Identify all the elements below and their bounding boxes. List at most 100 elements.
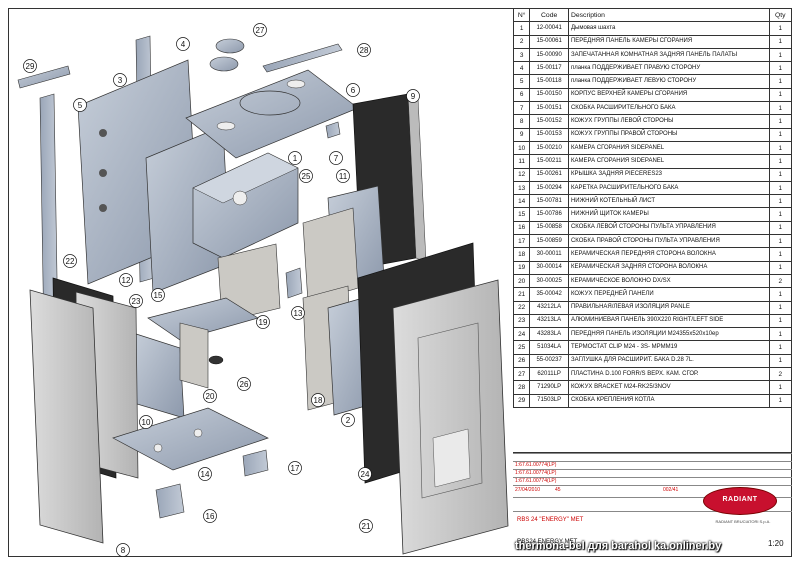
parts-table-header: N° Code Description Qty: [512, 7, 793, 23]
row-number: 1: [512, 21, 531, 36]
row-description: ПЕРЕДНЯЯ ПАНЕЛЬ КАМЕРЫ СГОРАНИЯ: [567, 34, 770, 49]
row-qty: 1: [768, 154, 793, 169]
part-29-bracket: [17, 65, 71, 89]
callout-number: 28: [360, 46, 369, 55]
callout-number: 6: [351, 86, 356, 95]
callout-number: 2: [346, 416, 351, 425]
callout-number: 11: [339, 172, 348, 181]
row-qty: 1: [768, 101, 793, 116]
row-number: 2: [512, 34, 531, 49]
row-code: 15-00153: [529, 127, 569, 142]
callout-number: 23: [132, 297, 141, 306]
row-qty: 1: [768, 234, 793, 249]
callout-13: 13: [291, 306, 305, 320]
row-qty: 1: [768, 220, 793, 236]
callout-25: 25: [299, 169, 313, 183]
row-number: 13: [512, 180, 531, 196]
row-qty: 2: [768, 367, 793, 382]
row-description: КОЖУХ ГРУППЫ ПРАВОЙ СТОРОНЫ: [567, 127, 770, 142]
part-16-bracket: [155, 483, 185, 519]
part-17-bracket: [242, 449, 269, 477]
row-code: 43283LA: [529, 327, 569, 342]
row-description: КАМЕРА СГОРАНИЯ SIDEPANEL: [567, 154, 770, 169]
drawing-frame: [8, 8, 792, 557]
callout-2: 2: [341, 413, 355, 427]
row-description: КЕРАМИЧЕСКОЕ ВОЛОКНО DX/SX: [567, 273, 770, 289]
row-number: 28: [512, 380, 531, 395]
row-qty: 1: [768, 353, 793, 369]
row-code: 71290LP: [529, 380, 569, 395]
callout-23: 23: [129, 294, 143, 308]
row-code: 30-00014: [529, 260, 569, 275]
part-20-ceramic-left: [179, 322, 209, 389]
row-qty: 1: [768, 300, 793, 315]
row-code: 15-00859: [529, 234, 569, 249]
callout-number: 9: [411, 92, 416, 101]
row-qty: 1: [768, 287, 793, 302]
callout-28: 28: [357, 43, 371, 57]
row-number: 10: [512, 140, 531, 156]
row-code: 15-00152: [529, 114, 569, 129]
row-qty: 1: [768, 34, 793, 49]
row-description: КЕРАМИЧЕСКАЯ ПЕРЕДНЯЯ СТОРОНА ВОЛОКНА: [567, 247, 770, 262]
row-code: 15-00858: [529, 220, 569, 236]
row-code: 43213LA: [529, 313, 569, 329]
part-27-disc: [209, 56, 239, 72]
tb-code-1: 1:67.61.00774(LP): [515, 462, 557, 468]
row-qty: 1: [768, 167, 793, 182]
callout-9: 9: [406, 89, 420, 103]
row-description: КОРПУС ВЕРХНЕЙ КАМЕРЫ СГОРАНИЯ: [567, 87, 770, 103]
callout-27: 27: [253, 23, 267, 37]
callout-number: 7: [334, 154, 339, 163]
logo-text: RADIANT: [722, 496, 758, 503]
callout-8: 8: [116, 543, 130, 557]
row-description: ПРАВИЛЬНАЯ/ЛЕВАЯ ИЗОЛЯЦИЯ PANLE: [567, 300, 770, 315]
radiant-logo: RADIANT: [703, 487, 777, 515]
row-qty: 1: [768, 87, 793, 103]
callout-number: 18: [314, 396, 323, 405]
row-qty: 1: [768, 74, 793, 89]
row-qty: 1: [768, 114, 793, 129]
row-description: СКОБКА РАСШИРИТЕЛЬНОГО БАКА: [567, 101, 770, 116]
part-8-left-cover: [29, 289, 104, 544]
row-number: 25: [512, 340, 531, 355]
row-description: КАРЕТКА РАСШИРИТЕЛЬНОГО БАКА: [567, 180, 770, 196]
callout-16: 16: [203, 509, 217, 523]
callout-number: 1: [293, 154, 298, 163]
callout-number: 14: [201, 470, 210, 479]
row-code: 71503LP: [529, 393, 569, 408]
row-code: 51034LA: [529, 340, 569, 355]
row-number: 22: [512, 300, 531, 315]
callout-24: 24: [358, 467, 372, 481]
part-14-bottom-plate: [112, 407, 269, 471]
callout-number: 26: [240, 380, 249, 389]
header-code: Code: [529, 7, 569, 23]
callout-number: 15: [154, 291, 163, 300]
row-description: КОЖУХ ГРУППЫ ЛЕВОЙ СТОРОНЫ: [567, 114, 770, 129]
row-number: 17: [512, 234, 531, 249]
row-qty: 1: [768, 247, 793, 262]
row-code: 15-00090: [529, 47, 569, 63]
row-code: 15-00118: [529, 74, 569, 89]
header-description: Description: [567, 7, 770, 23]
row-code: 35-00042: [529, 287, 569, 302]
drawing-code: RBS24 ENERGY MET: [517, 539, 578, 545]
